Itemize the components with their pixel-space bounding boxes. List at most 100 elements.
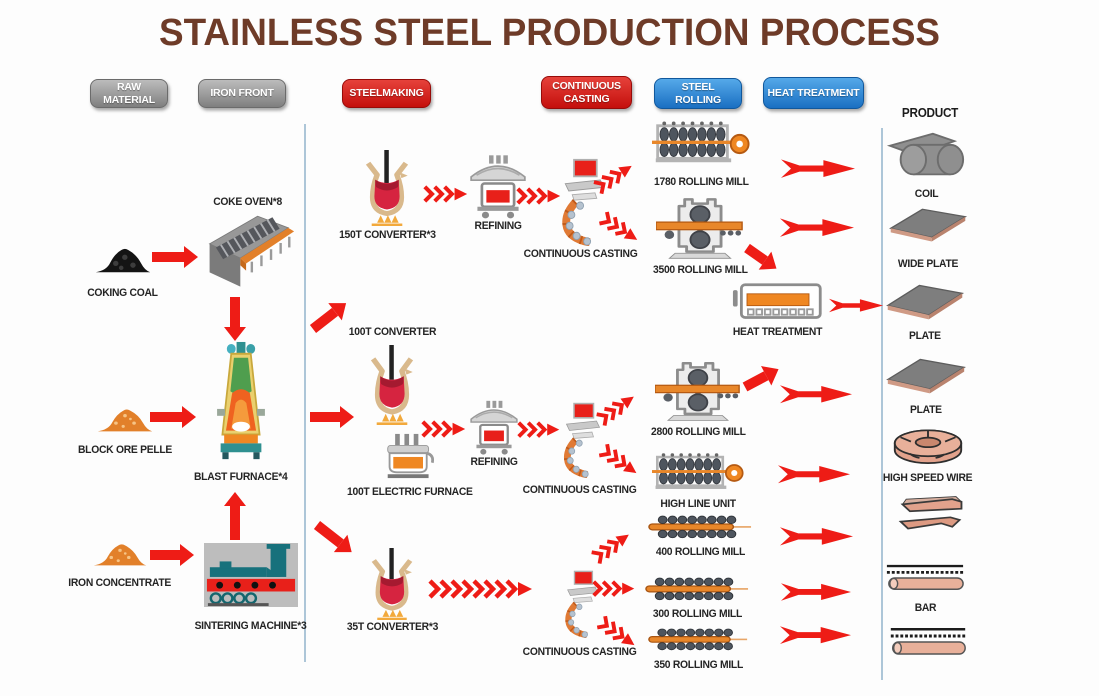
- arrow-coke-oven-to-blast-furnace: [230, 297, 240, 327]
- product-column-header: PRODUCT: [901, 106, 959, 120]
- mill-stand-icon: [656, 196, 744, 260]
- chevron-arrow: [516, 187, 562, 207]
- chevron-arrow-long: [428, 579, 534, 599]
- small-mill-icon: [647, 627, 749, 651]
- arrow-concentrate-to-sintering: [150, 550, 180, 560]
- plate-product-icon: [884, 356, 968, 396]
- badge-continuous-casting: CONTINUOUS CASTING: [541, 76, 632, 109]
- divider-left: [304, 124, 306, 662]
- converter-ladle-icon: [366, 548, 418, 620]
- cc-bottom-label: CONTINUOUS CASTING: [523, 646, 637, 658]
- badge-heat-treatment: HEAT TREATMENT: [763, 77, 864, 109]
- 3500-mill-label: 3500 ROLLING MILL: [652, 264, 748, 276]
- wide-plate-label: WIDE PLATE: [897, 258, 959, 270]
- converter-ladle-icon: [365, 345, 419, 425]
- badge-iron-front: IRON FRONT: [198, 79, 286, 108]
- badge-steelmaking: STEELMAKING: [342, 79, 431, 108]
- coking-coal-label: COKING COAL: [87, 287, 158, 299]
- ore-pile-icon: [92, 540, 148, 567]
- wire-coil-product-icon: [891, 426, 965, 464]
- node-block-ore-pelle: BLOCK ORE PELLE: [60, 405, 190, 456]
- node-coil-product: COIL: [872, 131, 982, 200]
- node-high-line-unit: HIGH LINE UNIT: [638, 452, 758, 510]
- chevron-arrow: [592, 580, 636, 600]
- arrow-to-100t-line: [310, 412, 340, 422]
- plate-1-label: PLATE: [909, 330, 941, 342]
- node-iron-concentrate: IRON CONCENTRATE: [55, 540, 185, 589]
- bar-product-icon: [883, 563, 967, 593]
- node-2800-rolling-mill: 2800 ROLLING MILL: [638, 360, 758, 438]
- node-refining-mid: REFINING: [450, 398, 538, 468]
- node-blast-furnace: BLAST FURNACE*4: [178, 340, 304, 483]
- coil-label: COIL: [915, 188, 939, 200]
- arrow-1780-to-coil: [781, 157, 855, 178]
- arrow-ore-to-blast-furnace: [150, 412, 182, 422]
- plate-product-icon: [884, 282, 966, 322]
- coke-oven-icon: [200, 210, 296, 292]
- node-3500-rolling-mill: 3500 ROLLING MILL: [640, 196, 760, 276]
- refining-icon: [464, 152, 532, 220]
- node-continuous-casting-bottom: CONTINUOUS CASTING: [510, 570, 650, 658]
- node-plate-product-2: PLATE: [870, 356, 982, 416]
- continuous-caster-icon: [556, 402, 604, 478]
- 1780-mill-label: 1780 ROLLING MILL: [653, 176, 749, 188]
- 100t-converter-label: 100T CONVERTER: [348, 326, 436, 338]
- ore-pile-icon: [96, 405, 154, 433]
- 400-mill-label: 400 ROLLING MILL: [655, 546, 745, 558]
- small-mill-icon: [647, 514, 753, 539]
- page-title: STAINLESS STEEL PRODUCTION PROCESS: [158, 12, 941, 54]
- node-refining-top: REFINING: [455, 152, 541, 232]
- arrow-400-to-flat: [780, 525, 853, 546]
- arrow-highline-to-wire: [778, 463, 850, 484]
- node-wide-plate-product: WIDE PLATE: [872, 206, 984, 270]
- chevron-arrow-up: [592, 158, 640, 199]
- badge-steel-rolling: STEEL ROLLING: [654, 78, 742, 109]
- flat-bar-product-icon: [897, 494, 967, 532]
- refining-mid-label: REFINING: [470, 456, 518, 468]
- blast-furnace-label: BLAST FURNACE*4: [194, 471, 288, 483]
- node-continuous-casting-mid: CONTINUOUS CASTING: [513, 402, 647, 496]
- node-bar-product: BAR: [870, 563, 980, 614]
- plate-product-icon: [887, 206, 969, 244]
- rolling-mill-line-icon: [652, 452, 744, 494]
- electric-furnace-label: 100T ELECTRIC FURNACE: [347, 486, 473, 498]
- node-300-rolling-mill: 300 ROLLING MILL: [638, 576, 756, 620]
- rolling-mill-line-icon: [652, 120, 750, 168]
- small-mill-icon: [644, 576, 750, 601]
- node-plate-product-1: PLATE: [870, 282, 980, 342]
- node-400-rolling-mill: 400 ROLLING MILL: [640, 514, 760, 558]
- 150t-converter-label: 150T CONVERTER*3: [338, 229, 436, 241]
- node-sintering-machine: SINTERING MACHINE*3: [178, 543, 323, 632]
- badge-raw-material: RAW MATERIAL: [90, 79, 168, 108]
- arrow-3500-to-wide-plate: [780, 216, 854, 237]
- sintering-machine-icon: [203, 543, 298, 607]
- converter-ladle-icon: [360, 150, 414, 226]
- arrow-300-to-bar: [781, 581, 851, 601]
- chevron-arrow: [421, 420, 467, 440]
- refining-icon: [465, 398, 523, 456]
- mill-stand-icon: [655, 360, 741, 422]
- arrow-2800-to-plate: [780, 383, 852, 404]
- 300-mill-label: 300 ROLLING MILL: [652, 608, 742, 620]
- arrow-coal-to-coke-oven: [152, 252, 184, 262]
- node-high-speed-wire-product: HIGH SPEED WIRE: [860, 426, 995, 484]
- node-1780-rolling-mill: 1780 ROLLING MILL: [642, 120, 760, 188]
- coke-oven-label: COKE OVEN*8: [213, 196, 283, 208]
- electric-furnace-icon: [384, 432, 436, 480]
- cc-mid-label: CONTINUOUS CASTING: [523, 484, 637, 496]
- sintering-machine-label: SINTERING MACHINE*3: [194, 620, 307, 632]
- bar-label: BAR: [914, 602, 936, 614]
- arrow-sintering-to-blast-furnace: [230, 506, 240, 540]
- node-150t-converter: 150T CONVERTER*3: [330, 150, 444, 241]
- heat-treatment-furnace-icon: [732, 282, 824, 322]
- chevron-arrow: [517, 421, 561, 441]
- refining-top-label: REFINING: [474, 220, 522, 232]
- coal-pile-icon: [94, 244, 152, 274]
- chevron-arrow: [423, 185, 469, 205]
- chevron-arrow-down: [596, 210, 644, 251]
- heat-treatment-label: HEAT TREATMENT: [732, 326, 823, 338]
- 35t-converter-label: 35T CONVERTER*3: [346, 621, 438, 633]
- node-350-rolling-mill: 350 ROLLING MILL: [640, 627, 756, 671]
- node-100t-electric-furnace: 100T ELECTRIC FURNACE: [330, 432, 490, 498]
